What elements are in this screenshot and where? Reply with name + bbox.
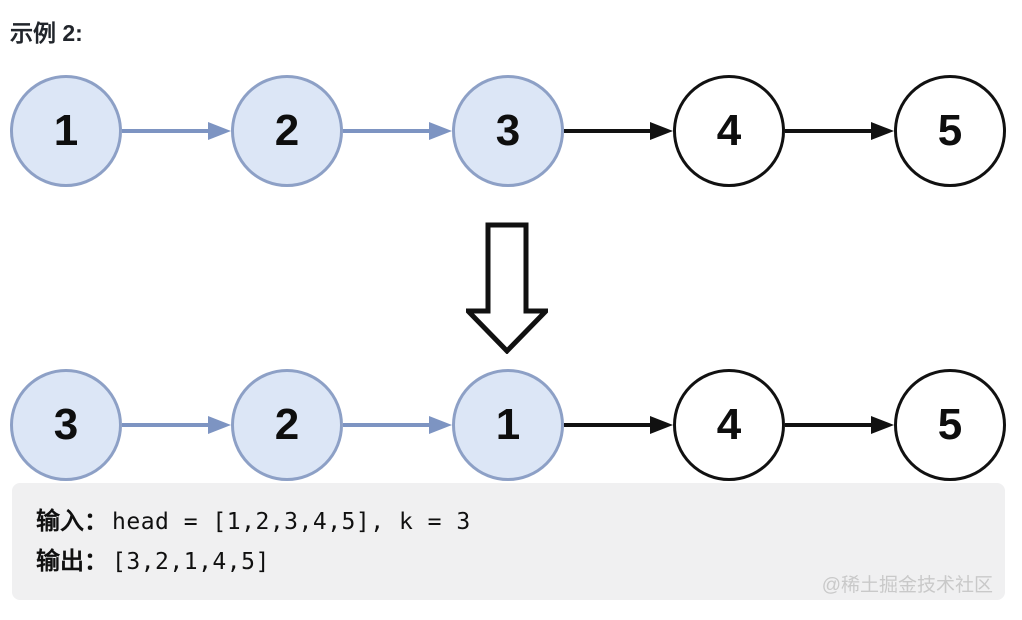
node-value: 1: [53, 106, 79, 155]
list-node: 3: [452, 75, 564, 187]
next-pointer-arrow: [564, 410, 673, 440]
input-line: 输入：head = [1,2,3,4,5], k = 3: [36, 502, 1005, 542]
node-value: 2: [274, 400, 300, 449]
list-node: 5: [894, 369, 1006, 481]
list-node: 1: [10, 75, 122, 187]
reverse-transform-down-arrow-icon: [466, 222, 548, 354]
node-value: 4: [716, 400, 742, 449]
node-value: 1: [495, 400, 521, 449]
node-value: 5: [937, 106, 963, 155]
watermark: @稀土掘金技术社区: [821, 575, 993, 596]
next-pointer-arrow: [343, 116, 452, 146]
input-label: 输入：: [36, 508, 108, 535]
io-panel: 输入：head = [1,2,3,4,5], k = 3 输出：[3,2,1,4…: [12, 483, 1005, 600]
list-node: 1: [452, 369, 564, 481]
list-node: 5: [894, 75, 1006, 187]
next-pointer-arrow: [564, 116, 673, 146]
linked-list-after: 3 2 1 4 5: [0, 369, 1022, 481]
example-title: 示例 2:: [10, 20, 83, 46]
next-pointer-arrow: [122, 116, 231, 146]
next-pointer-arrow: [122, 410, 231, 440]
output-line: 输出：[3,2,1,4,5]: [36, 542, 1005, 582]
output-label: 输出：: [36, 548, 108, 575]
node-value: 2: [274, 106, 300, 155]
node-value: 3: [495, 106, 521, 155]
linked-list-before: 1 2 3 4 5: [0, 75, 1022, 187]
output-value: [3,2,1,4,5]: [112, 549, 270, 575]
node-value: 4: [716, 106, 742, 155]
list-node: 2: [231, 75, 343, 187]
next-pointer-arrow: [785, 116, 894, 146]
node-value: 3: [53, 400, 79, 449]
next-pointer-arrow: [343, 410, 452, 440]
input-value: head = [1,2,3,4,5], k = 3: [112, 509, 471, 535]
node-value: 5: [937, 400, 963, 449]
next-pointer-arrow: [785, 410, 894, 440]
list-node: 2: [231, 369, 343, 481]
list-node: 4: [673, 75, 785, 187]
list-node: 4: [673, 369, 785, 481]
list-node: 3: [10, 369, 122, 481]
